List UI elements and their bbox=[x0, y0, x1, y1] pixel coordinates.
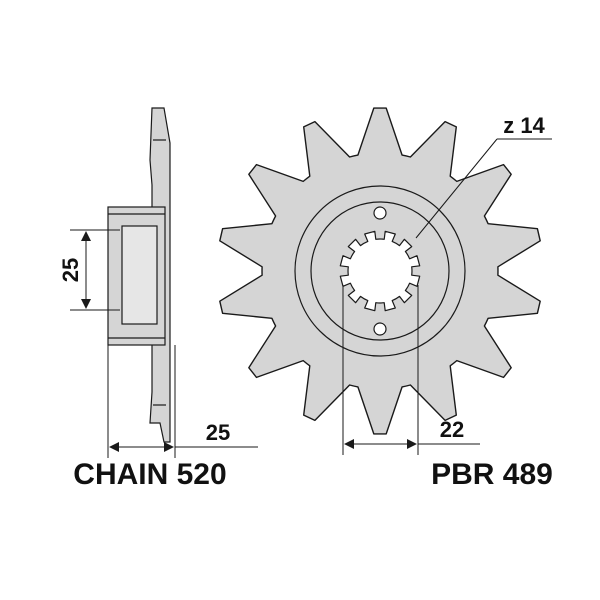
hub-circle-outer bbox=[294, 185, 466, 357]
spline-dimension-label: 22 bbox=[440, 417, 464, 442]
front-view bbox=[219, 107, 541, 435]
height-dimension-label: 25 bbox=[58, 258, 83, 282]
side-profile-view bbox=[107, 107, 171, 443]
mounting-hole-bottom bbox=[373, 322, 387, 336]
mounting-hole-top bbox=[373, 206, 387, 220]
teeth-leader-line bbox=[415, 138, 498, 239]
hub-bore bbox=[121, 225, 158, 325]
chain-label: CHAIN 520 bbox=[73, 458, 226, 491]
width-dimension-label: 25 bbox=[206, 420, 230, 445]
side-dimensions bbox=[70, 229, 258, 458]
front-dimensions bbox=[342, 138, 552, 455]
teeth-count-label: z 14 bbox=[503, 113, 545, 138]
spline-bore bbox=[339, 230, 421, 312]
hub-circle-inner bbox=[310, 201, 450, 341]
part-number-label: PBR 489 bbox=[431, 458, 553, 491]
